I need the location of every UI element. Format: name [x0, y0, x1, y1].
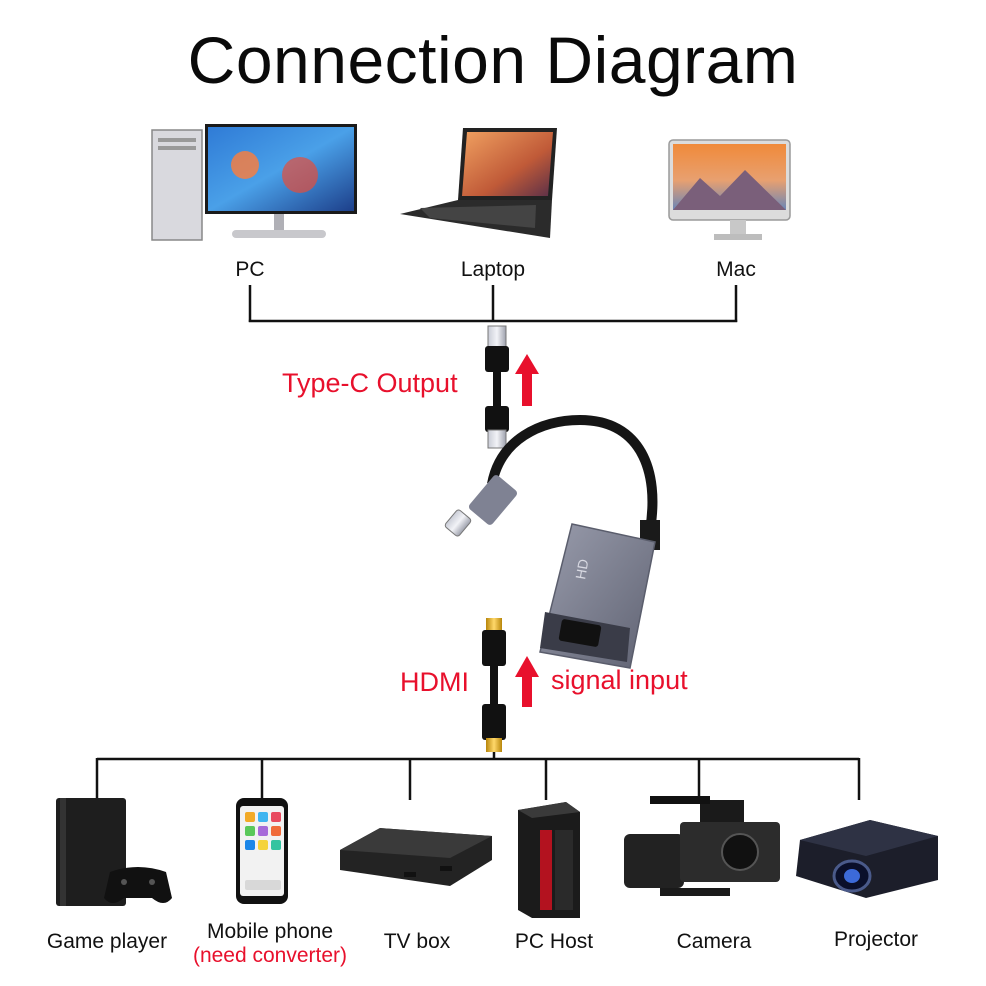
signal-input-label: signal input: [551, 665, 688, 695]
desktop-pc-icon: [151, 124, 357, 241]
mobile-phone-note: (need converter): [192, 944, 348, 967]
mobile-phone-name: Mobile phone: [206, 920, 334, 943]
up-arrow-icon: [515, 354, 539, 406]
source-label-pc-host: PC Host: [514, 930, 594, 953]
pc-tower-icon: [518, 802, 580, 918]
laptop-icon: [400, 128, 557, 238]
source-label-projector: Projector: [833, 928, 919, 951]
tv-box-icon: [340, 828, 492, 886]
diagram-title: Connection Diagram: [187, 23, 799, 97]
video-camera-icon: [624, 796, 780, 896]
projector-icon: [796, 820, 938, 898]
game-console-icon: [56, 798, 172, 906]
host-label-pc: PC: [235, 258, 265, 281]
usb-cable-icon: [485, 325, 509, 449]
source-label-mobile-phone: Mobile phone (need converter): [180, 920, 360, 968]
capture-device-icon: HD: [444, 414, 660, 669]
device-badge: HD: [572, 558, 591, 581]
smartphone-icon: [236, 798, 288, 904]
type-c-output-label: Type-C Output: [282, 368, 458, 398]
hdmi-label: HDMI: [400, 667, 469, 697]
bottom-connection-lines: [95, 752, 861, 800]
imac-icon: [668, 139, 791, 240]
source-label-game-player: Game player: [46, 930, 168, 953]
up-arrow-icon: [515, 656, 539, 707]
top-connection-lines: [248, 285, 738, 323]
hdmi-cable-icon: [482, 618, 506, 752]
source-label-tv-box: TV box: [383, 930, 451, 953]
host-label-mac: Mac: [716, 258, 756, 281]
host-label-laptop: Laptop: [460, 258, 526, 281]
source-label-camera: Camera: [676, 930, 752, 953]
